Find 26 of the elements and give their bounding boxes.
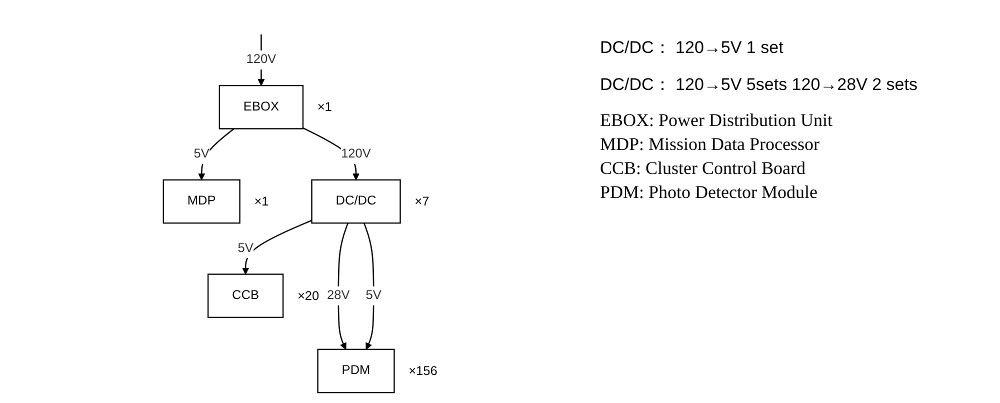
node-box: [316, 348, 394, 394]
quantity-label: ×20: [297, 288, 319, 303]
arrow: [337, 222, 348, 350]
arrow: [242, 220, 312, 275]
node-box: [310, 179, 400, 224]
quantity-label: ×1: [254, 194, 268, 208]
quantity-label: ×1: [316, 99, 332, 114]
edge-label: 5V: [365, 288, 382, 302]
edge-label: 28V: [326, 288, 350, 302]
converter-note: DC/DC： 120→5V 1 set: [600, 37, 784, 59]
power-distribution-diagram: 120V 5V 120V 5V 28V 5V EBOX MDP DC/DC PDM CCB ×1 ×1 ×7 ×20 ×156: [156, 4, 444, 399]
abbreviation-definition: PDM: Photo Detector Module: [600, 182, 818, 203]
node-box: [207, 274, 284, 318]
node-box: [162, 179, 240, 224]
abbreviation-definition: CCB: Cluster Control Board: [600, 158, 807, 179]
edge-label: 120V: [340, 147, 371, 161]
arrow: [363, 222, 374, 350]
abbreviation-definition: MDP: Mission Data Processor: [600, 134, 820, 155]
edge-label: 120V: [246, 52, 276, 66]
edge-label: 5V: [193, 147, 210, 161]
abbreviation-definition: EBOX: Power Distribution Unit: [600, 110, 834, 131]
converter-note: DC/DC： 120→5V 5sets 120→28V 2 sets: [600, 74, 918, 96]
edge-label: 5V: [237, 241, 253, 256]
quantity-label: ×7: [414, 194, 429, 208]
node-box: [218, 84, 304, 130]
quantity-label: ×156: [408, 363, 437, 378]
